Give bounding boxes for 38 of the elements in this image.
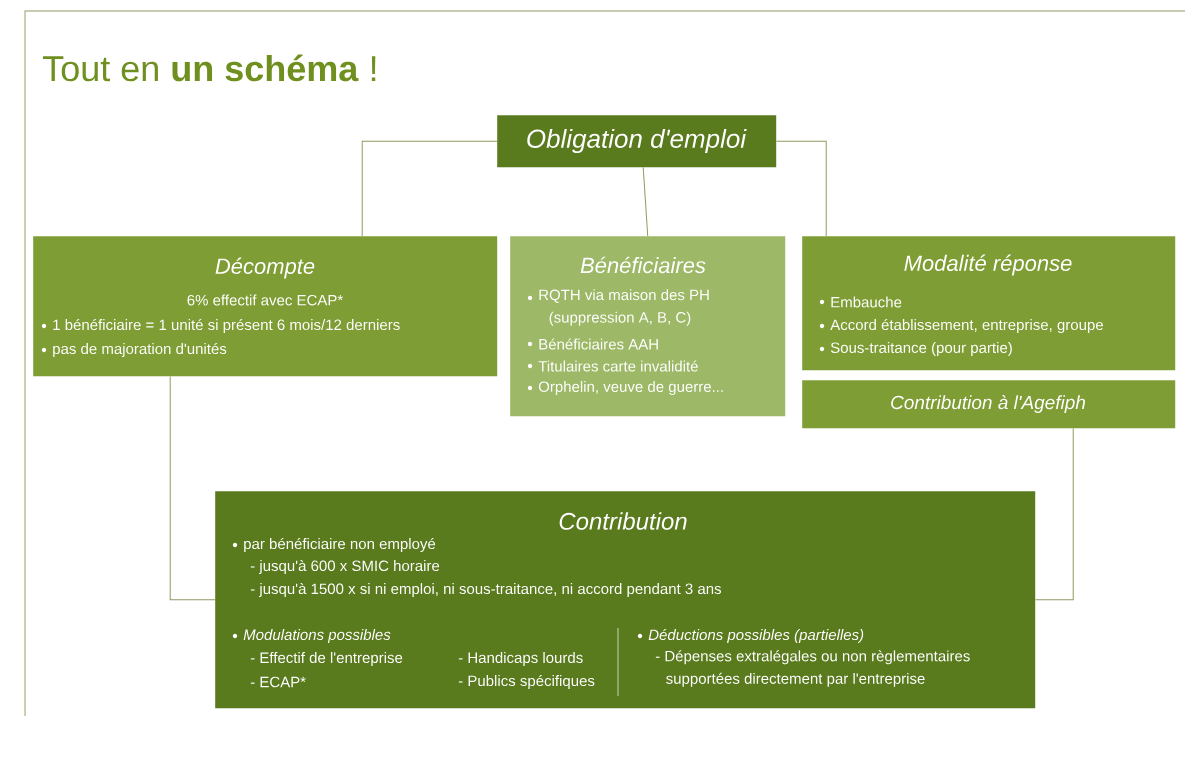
bullet-item: Accord établissement, entreprise, groupe — [819, 318, 1103, 334]
sub-item: - Publics spécifiques — [458, 674, 595, 690]
bullet-item: Bénéficiaires AAH — [527, 338, 658, 350]
bullet-item: Modulations possibles — [232, 629, 391, 643]
title: Tout en un schéma ! — [43, 54, 376, 82]
sub-item: - jusqu'à 600 x SMIC horaire — [250, 559, 440, 575]
connector-line — [775, 140, 827, 237]
bullet-item: pas de majoration d'unités — [41, 342, 227, 358]
process-box — [510, 236, 786, 417]
box-heading: Décompte — [215, 257, 315, 279]
connector-line — [169, 375, 216, 601]
connector-line — [642, 166, 649, 237]
process-box — [802, 380, 1176, 429]
process-box — [802, 236, 1176, 371]
bullet-item: Embauche — [819, 296, 902, 308]
connector-line — [361, 140, 498, 237]
process-box — [497, 115, 777, 168]
bullet-item: Orphelin, veuve de guerre... — [527, 381, 723, 395]
sub-item: - Dépenses extralégales ou non règlementaires supportées directement par l'entreprise — [655, 650, 970, 687]
process-box — [33, 236, 498, 377]
sub-item: - jusqu'à 1500 x si ni emploi, ni sous-traitance, ni accord pendant 3 ans — [250, 582, 722, 598]
box-heading: Modalité réponse — [904, 254, 1072, 276]
sub-item: - Handicaps lourds — [458, 652, 583, 666]
bullet-item: 1 bénéficiaire = 1 unité si présent 6 mois/12 derniers — [41, 318, 400, 334]
bullet-item: Déductions possibles (partielles) — [637, 628, 864, 644]
box-heading: Contribution — [559, 512, 687, 530]
bullet-item: Sous-traitance (pour partie) — [819, 342, 1012, 356]
sub-item: - ECAP* — [250, 676, 306, 688]
box-heading: Contribution à l'Agefiph — [891, 395, 1085, 413]
bullet-item: RQTH via maison des PH (suppression A, B, C) — [527, 289, 709, 326]
process-box — [215, 491, 1036, 709]
box-heading: Bénéficiaires — [580, 256, 706, 274]
box-line: 6% effectif avec ECAP* — [187, 294, 343, 306]
connector-line — [1034, 427, 1074, 601]
sub-item: - Effectif de l'entreprise — [250, 652, 403, 666]
box-heading: Obligation d'emploi — [527, 128, 747, 154]
bullet-item: Titulaires carte invalidité — [527, 360, 698, 372]
bullet-item: par bénéficiaire non employé — [232, 537, 436, 553]
